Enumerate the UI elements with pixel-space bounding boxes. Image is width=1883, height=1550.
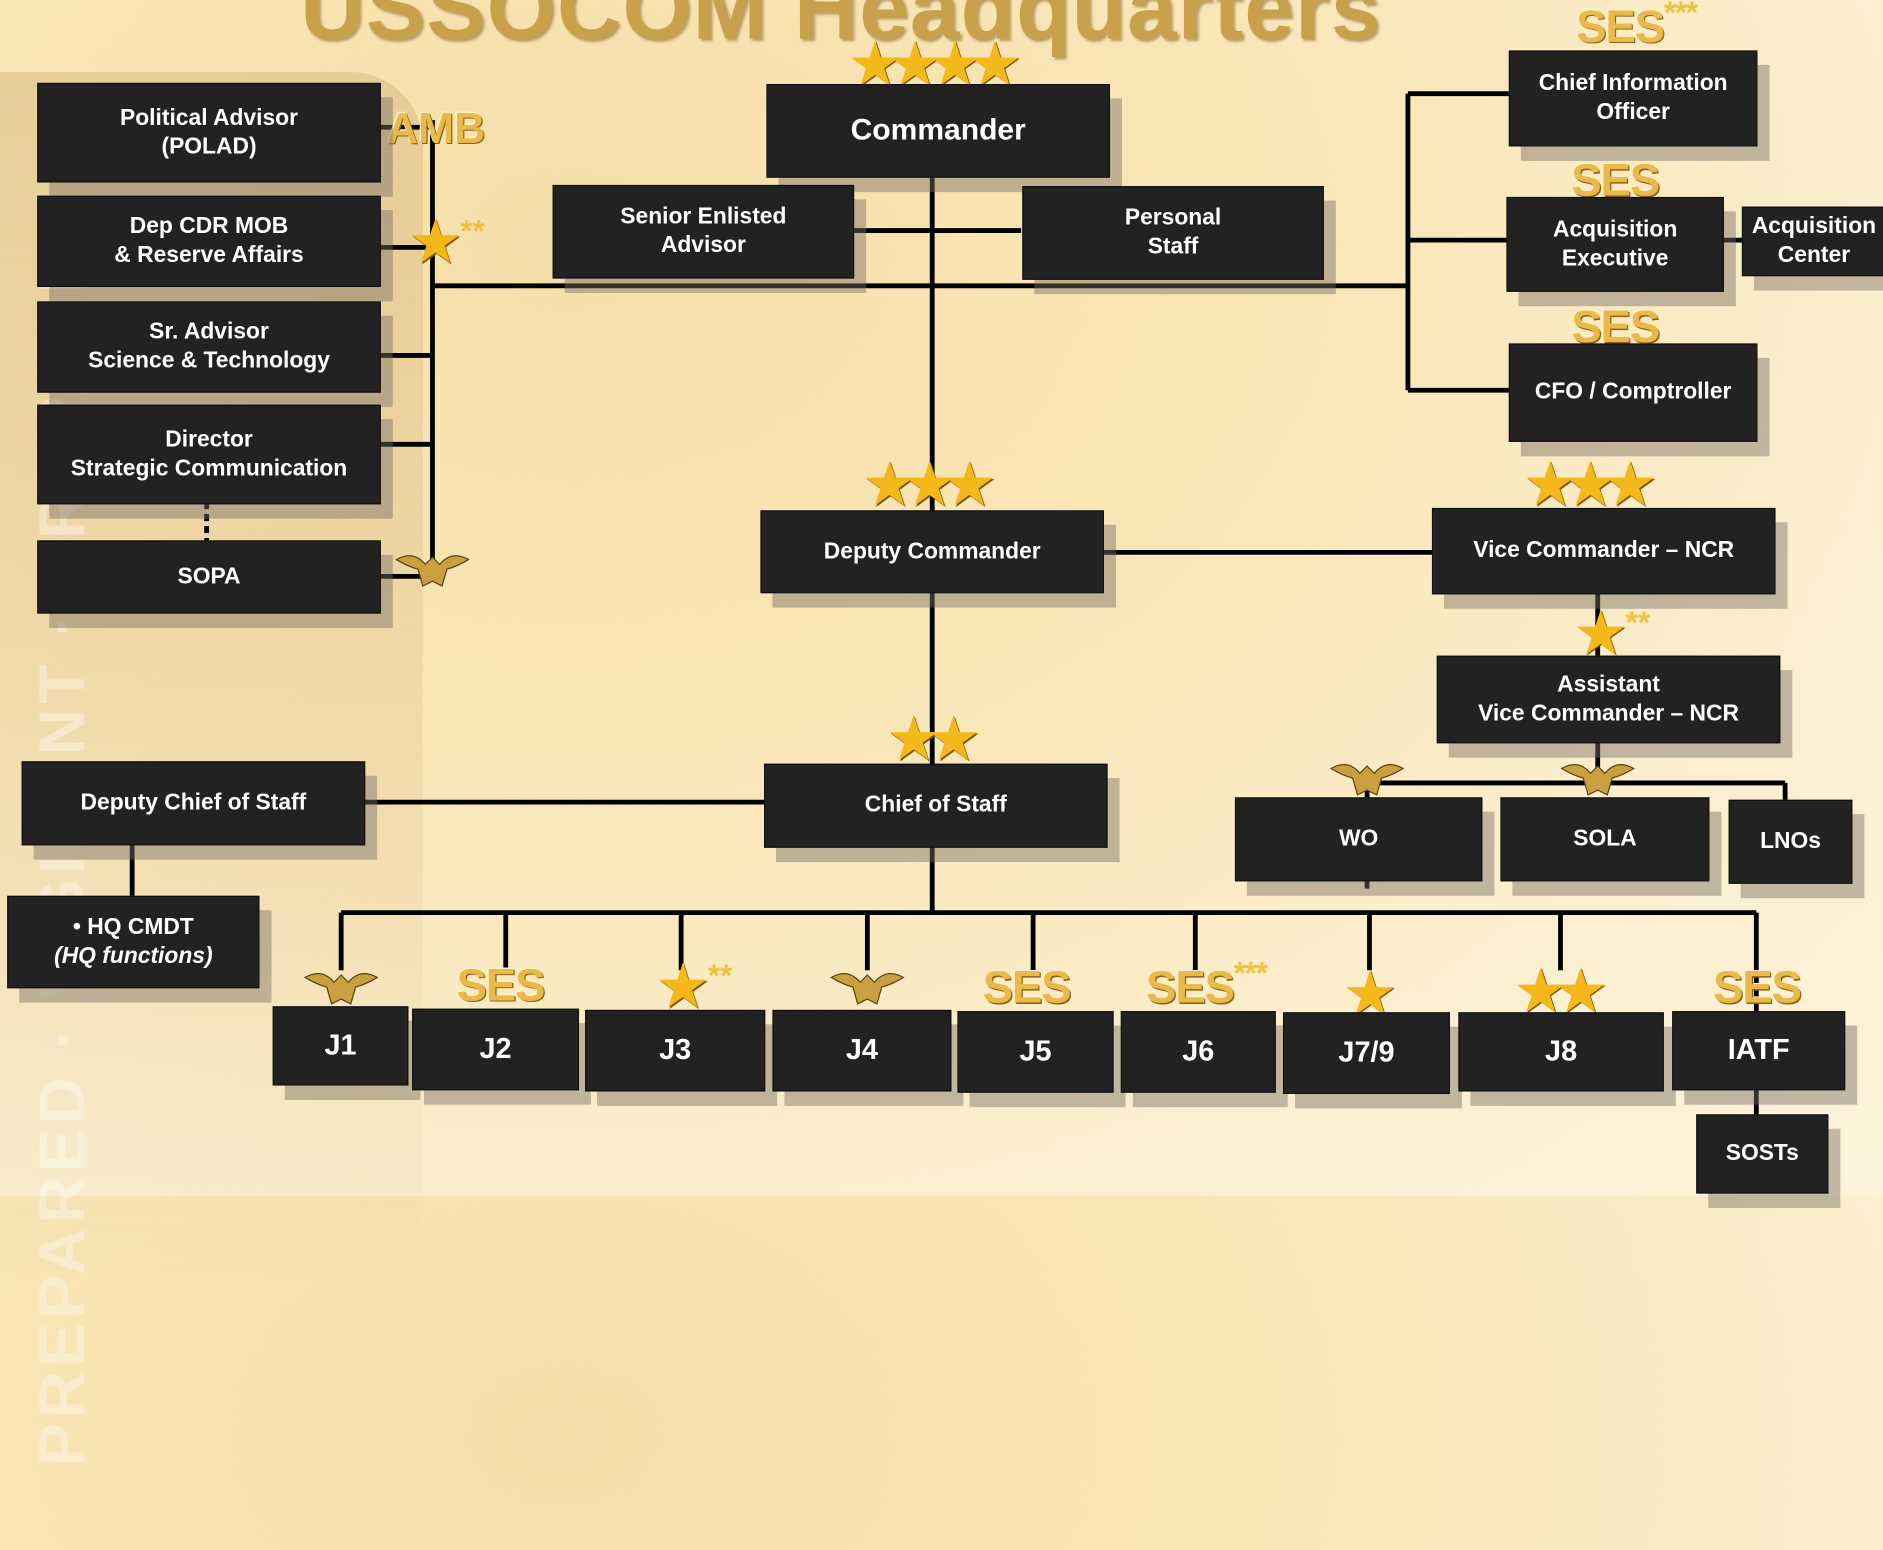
acquisition-center-box[interactable]: Acquisition Center [1741, 206, 1883, 277]
cfo-comptroller-box[interactable]: CFO / Comptroller [1508, 343, 1758, 442]
sopa-box[interactable]: SOPA [37, 540, 381, 614]
rank-superscript: ** [707, 957, 733, 994]
ses-label: SES [1576, 2, 1665, 53]
deputy-chief-of-staff-box[interactable]: Deputy Chief of Staff [21, 761, 366, 846]
j4-box[interactable]: J4 [772, 1009, 952, 1092]
j8-box[interactable]: J8 [1458, 1012, 1664, 1092]
senior-enlisted-advisor-box[interactable]: Senior Enlisted Advisor [552, 184, 855, 279]
commander-box[interactable]: Commander [766, 84, 1111, 178]
connector-lines [129, 91, 1788, 1115]
one-star-two-star-icon: ★** [1576, 600, 1650, 665]
ses-rank-j5: SES [982, 963, 1072, 1014]
lnos-box[interactable]: LNOs [1728, 799, 1853, 884]
one-star-two-star-icon: ★** [411, 209, 485, 274]
ses-rank-j6: SES*** [1146, 955, 1268, 1015]
ses-rank-cio: SES*** [1576, 0, 1698, 54]
political-advisor-box[interactable]: Political Advisor (POLAD) [37, 82, 381, 183]
sosts-box[interactable]: SOSTs [1696, 1114, 1829, 1194]
acquisition-executive-box[interactable]: Acquisition Executive [1506, 196, 1724, 292]
two-star-icon: ★★ [888, 707, 979, 770]
rank-superscript: ** [460, 212, 485, 249]
ses-label: SES [1146, 963, 1235, 1014]
three-star-icon: ★★★ [1525, 452, 1655, 516]
star-icon: ★ [410, 210, 461, 273]
assistant-vice-commander-box[interactable]: Assistant Vice Commander – NCR [1436, 655, 1781, 744]
j7-9-box[interactable]: J7/9 [1282, 1012, 1450, 1094]
colonel-eagle-icon [1560, 764, 1635, 796]
sr-advisor-box[interactable]: Sr. Advisor Science & Technology [37, 301, 381, 393]
amb-rank-label: AMB [386, 103, 486, 153]
star-icon: ★ [658, 954, 708, 1018]
chief-of-staff-box[interactable]: Chief of Staff [764, 763, 1108, 848]
chief-information-officer-box[interactable]: Chief Information Officer [1508, 50, 1758, 147]
page-title: USSOCOM Headquarters [300, 0, 1382, 58]
j2-box[interactable]: J2 [412, 1008, 580, 1091]
iatf-box[interactable]: IATF [1672, 1011, 1846, 1091]
two-star-icon: ★★ [1516, 959, 1606, 1022]
j1-box[interactable]: J1 [272, 1006, 409, 1086]
colonel-eagle-icon [830, 973, 905, 1005]
sola-box[interactable]: SOLA [1500, 797, 1710, 882]
one-star-two-star-icon: ★** [658, 953, 732, 1018]
hq-cmdt-box[interactable]: • HQ CMDT (HQ functions) [7, 895, 260, 989]
director-stratcom-box[interactable]: Director Strategic Communication [37, 404, 381, 505]
star-icon: ★ [1576, 601, 1626, 665]
rank-superscript: ** [1625, 604, 1650, 641]
rank-superscript: *** [1663, 0, 1698, 31]
j6-box[interactable]: J6 [1120, 1011, 1276, 1093]
j5-box[interactable]: J5 [957, 1011, 1114, 1093]
vice-commander-ncr-box[interactable]: Vice Commander – NCR [1431, 507, 1776, 595]
hq-cmdt-label: • HQ CMDT [72, 914, 194, 940]
colonel-eagle-icon [1329, 764, 1405, 796]
three-star-icon: ★★★ [864, 452, 994, 516]
dep-cdr-mob-box[interactable]: Dep CDR MOB & Reserve Affairs [37, 195, 381, 287]
j3-box[interactable]: J3 [585, 1009, 766, 1092]
ses-rank-iatf: SES [1713, 963, 1802, 1014]
org-chart-canvas: PREPARED · VIGILANT · PREPARED USSOCOM H… [0, 0, 1883, 1273]
rank-superscript: *** [1233, 954, 1268, 991]
colonel-eagle-icon [303, 973, 379, 1005]
deputy-commander-box[interactable]: Deputy Commander [760, 510, 1104, 594]
hq-functions-label: (HQ functions) [54, 943, 213, 969]
colonel-eagle-icon [395, 555, 470, 587]
ses-rank-j2: SES [456, 960, 545, 1012]
wo-box[interactable]: WO [1234, 797, 1483, 882]
personal-staff-box[interactable]: Personal Staff [1022, 186, 1324, 280]
